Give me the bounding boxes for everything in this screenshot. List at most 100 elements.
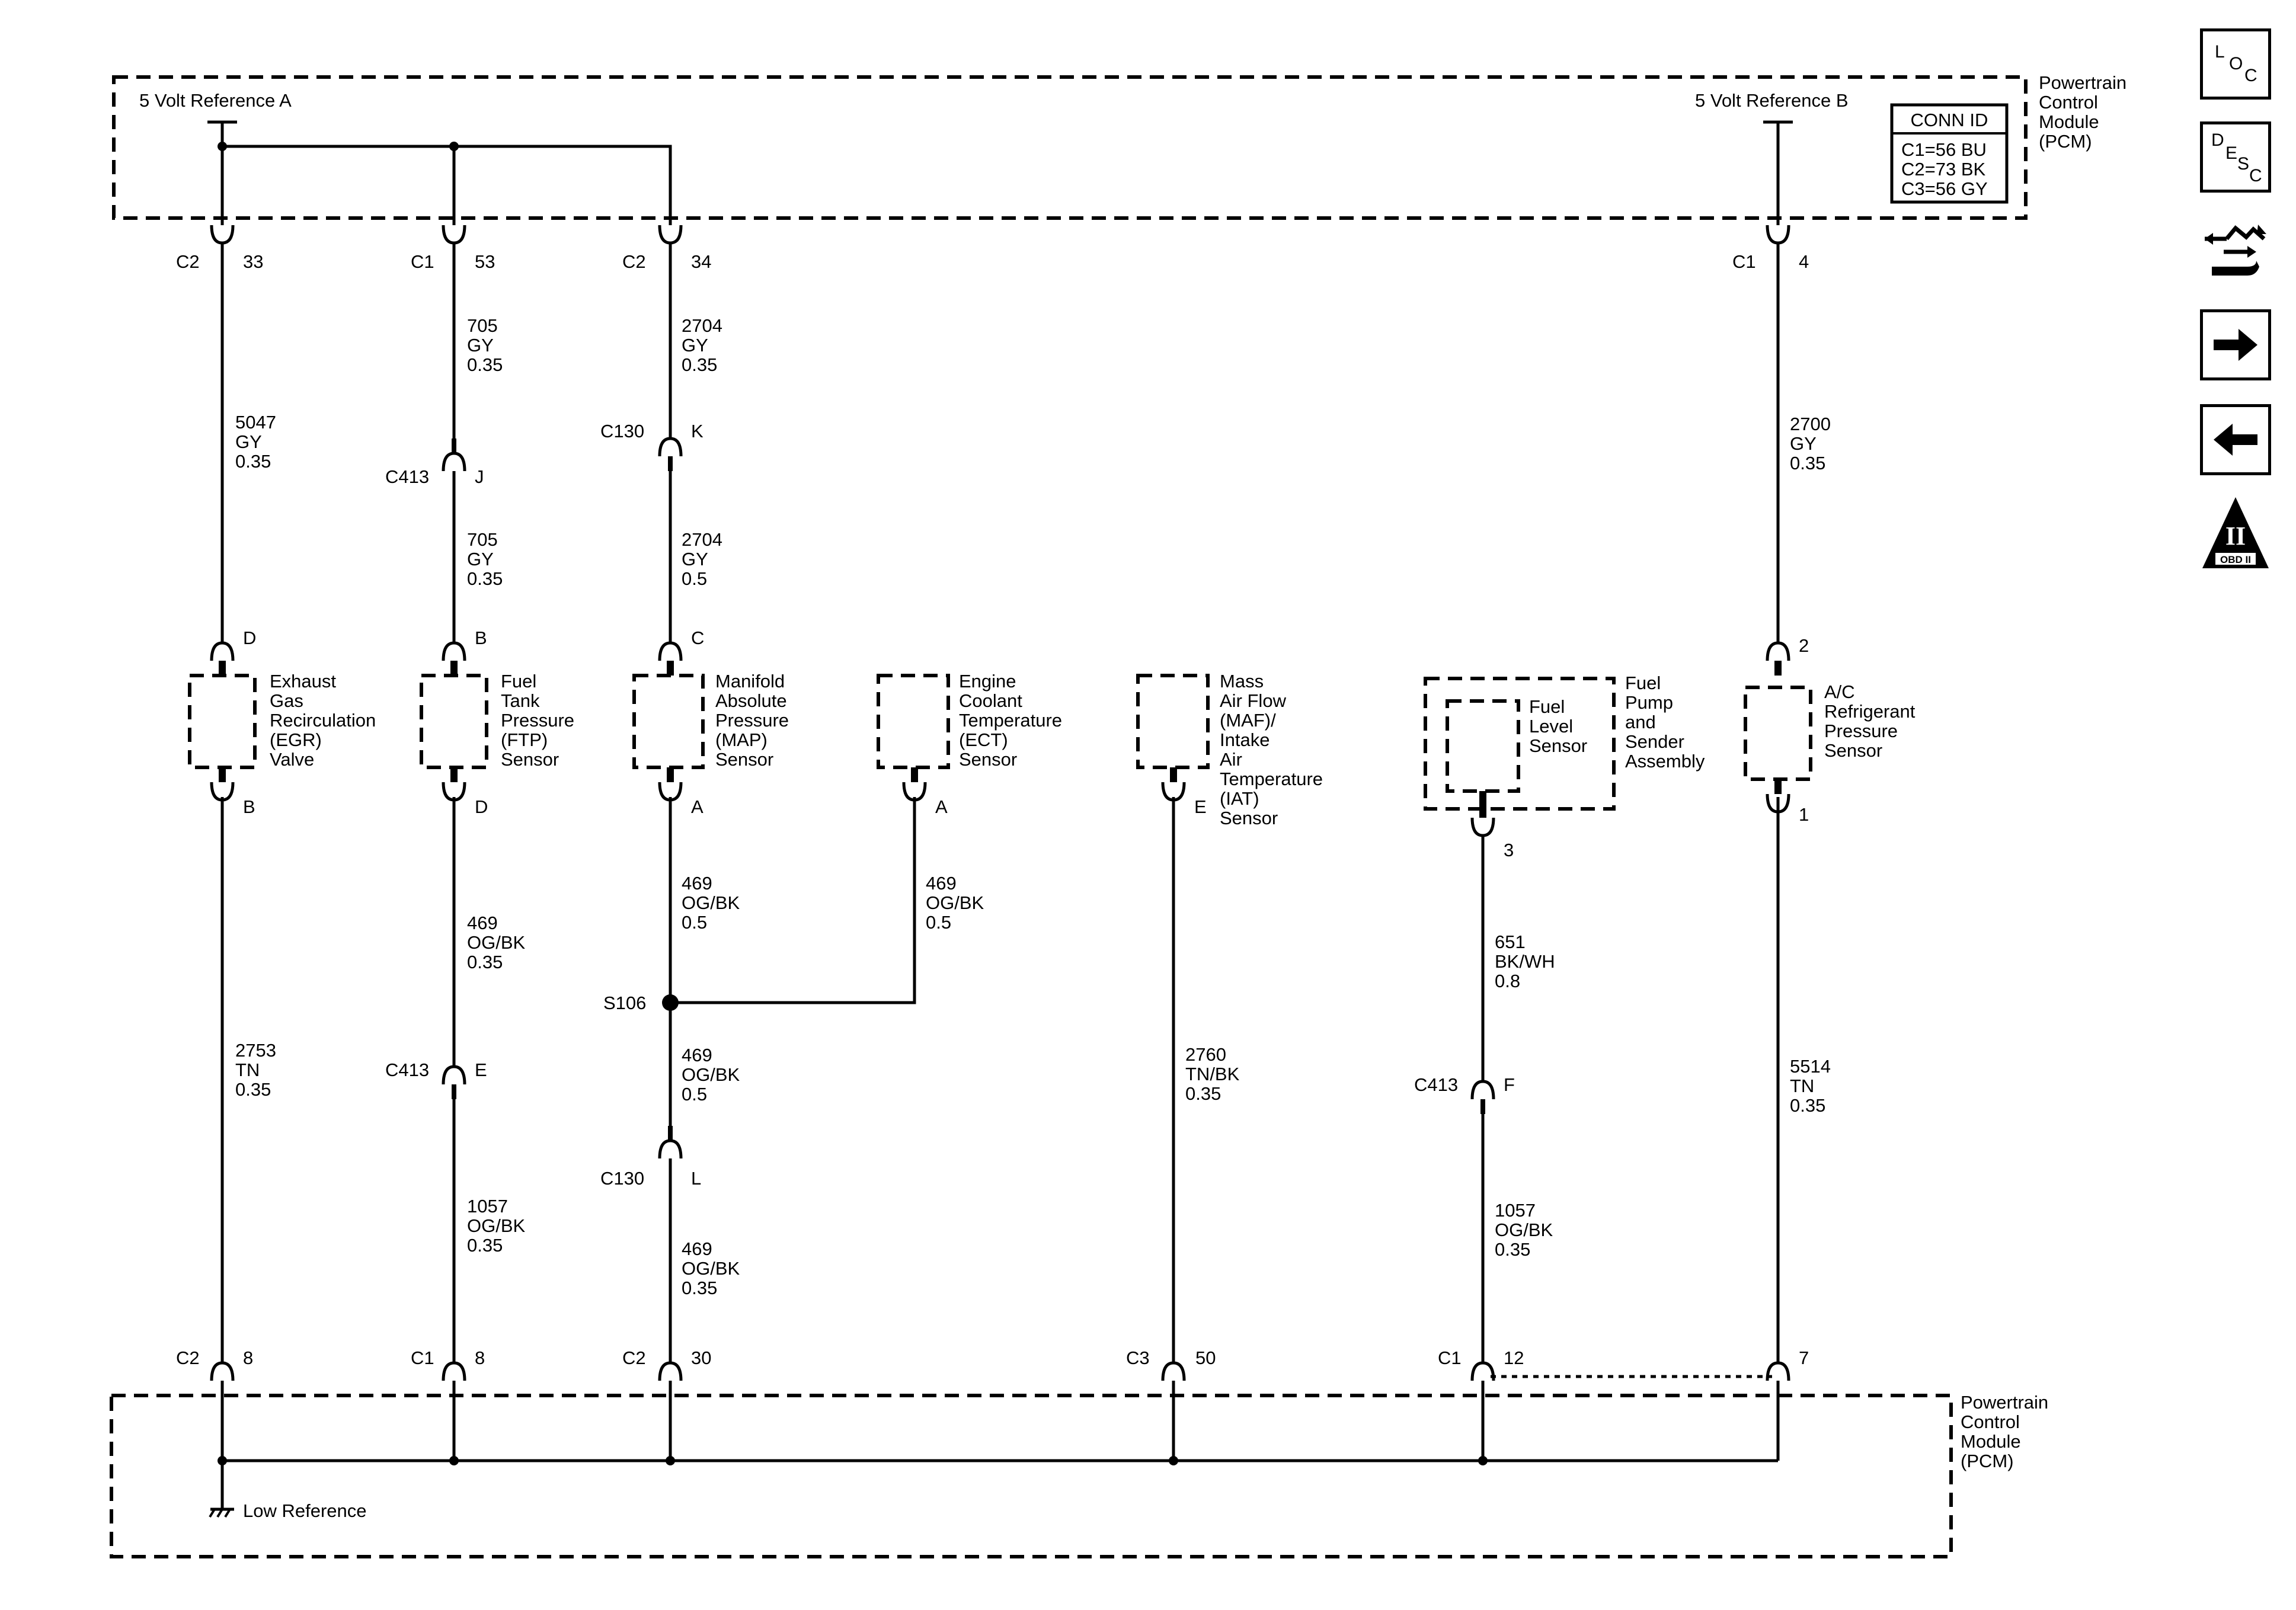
conn-id-title: CONN ID: [1911, 110, 1988, 130]
component-name: (MAP): [715, 729, 768, 750]
component-name: Assembly: [1625, 751, 1705, 772]
loc-icon: O: [2229, 54, 2243, 73]
pcm-top-name-2: Control: [2039, 92, 2098, 113]
inline-conn-label: C130: [600, 421, 644, 441]
wire-gauge: 0.5: [682, 568, 707, 589]
obd-ii-icon: II OBD II: [2202, 497, 2269, 568]
component-name: Level: [1529, 716, 1573, 737]
wire-gauge: 0.8: [1495, 971, 1520, 991]
component-pin: 3: [1504, 840, 1514, 860]
wire-circuit: 1057: [1495, 1200, 1536, 1221]
next-button[interactable]: [2200, 309, 2271, 380]
terminal-cup: [210, 225, 235, 245]
terminal-cup: [658, 1361, 683, 1381]
component-name: Pressure: [1824, 721, 1898, 741]
wire-circuit: 651: [1495, 932, 1526, 952]
wire-color: GY: [1790, 433, 1817, 454]
wire-circuit: 2760: [1185, 1044, 1226, 1065]
wire-circuit: 2704: [682, 529, 722, 550]
fuel-pump-sender-assembly: [1424, 677, 1616, 837]
component-name: Air: [1220, 749, 1242, 770]
component-name: Pressure: [501, 710, 574, 731]
pcm-top-name-4: (PCM): [2039, 131, 2092, 152]
component-name: Sensor: [959, 749, 1017, 770]
terminal-cup: [210, 1361, 235, 1381]
component-name: Manifold: [715, 671, 785, 692]
component-name: Sensor: [1220, 808, 1278, 828]
component-name: Engine: [959, 671, 1016, 692]
pin-number-label: 34: [691, 251, 711, 272]
connector-symbols: [210, 225, 1790, 1461]
terminal-cup: [442, 225, 466, 245]
component-pin: A: [691, 796, 703, 817]
pin-number-label: 4: [1799, 251, 1809, 272]
component-name: Absolute: [715, 690, 787, 711]
pin-conn-label: C1: [411, 251, 434, 272]
pin-conn-label: C2: [622, 1347, 646, 1368]
pin-conn-label: C2: [622, 251, 646, 272]
wire-gauge: 0.35: [467, 952, 503, 972]
wire-gauge: 0.35: [467, 568, 503, 589]
ref-a-junction: [449, 142, 459, 151]
component-pin: B: [243, 796, 255, 817]
wire-gauge: 0.35: [235, 451, 271, 472]
wire-color: TN: [1790, 1076, 1814, 1096]
wire-color: GY: [467, 549, 494, 569]
ref-a-junction: [218, 142, 227, 151]
inline-connector-c130-k: [658, 437, 683, 471]
component-name: Pressure: [715, 710, 789, 731]
pin-number-label: 33: [243, 251, 263, 272]
wire-circuit: 705: [467, 315, 498, 336]
wire-color: GY: [682, 335, 708, 356]
component-name: Coolant: [959, 690, 1022, 711]
wire-label: 469 OG/BK 0.5: [682, 873, 740, 933]
obd-ii-numeral: II: [2225, 521, 2246, 550]
pcm-top-name-1: Powertrain: [2039, 72, 2126, 93]
wire-circuit: 469: [682, 1238, 712, 1259]
fuel-pump-label: Fuel Pump and Sender Assembly Fuel Level…: [1529, 673, 1705, 772]
schematic-swap-button[interactable]: [2200, 210, 2271, 281]
component-pin: 1: [1799, 804, 1809, 825]
pin-number-label: 8: [243, 1347, 253, 1368]
previous-button[interactable]: [2200, 404, 2271, 475]
terminal-cup: [442, 1361, 466, 1381]
wire-gauge: 0.35: [467, 354, 503, 375]
wire-color: OG/BK: [682, 1064, 740, 1085]
wire-label: 705 GY 0.35: [467, 315, 503, 375]
wire-gauge: 0.35: [1790, 453, 1825, 473]
previous-arrow-icon: [2214, 424, 2257, 456]
pin-conn-label: C2: [176, 1347, 200, 1368]
wire-gauge: 0.35: [682, 354, 717, 375]
map-label: Manifold Absolute Pressure (MAP) Sensor: [715, 671, 789, 770]
component-name: (EGR): [270, 729, 322, 750]
component-name: A/C: [1824, 681, 1855, 702]
obd-ii-button[interactable]: II OBD II: [2200, 495, 2271, 572]
component-name: (FTP): [501, 729, 548, 750]
loc-button[interactable]: L O C: [2200, 28, 2271, 100]
component-pin: E: [1194, 796, 1207, 817]
low-ref-label: Low Reference: [243, 1500, 367, 1521]
wire-label: 5514 TN 0.35: [1790, 1056, 1831, 1116]
ground-symbol-icon: [209, 1507, 234, 1518]
wire-label: 5047 GY 0.35: [235, 412, 276, 472]
desc-button[interactable]: D E S C: [2200, 121, 2271, 193]
component-pin: D: [475, 796, 488, 817]
wire-color: OG/BK: [467, 1215, 526, 1236]
inline-conn-label: C413: [385, 466, 429, 487]
component-name: Pump: [1625, 692, 1673, 713]
wire-color: OG/BK: [682, 1258, 740, 1279]
loc-icon: C: [2244, 66, 2257, 85]
wire-circuit: 5514: [1790, 1056, 1831, 1077]
ftp-sensor: [420, 641, 488, 802]
wire-color: OG/BK: [467, 932, 526, 953]
wire-circuit: 469: [467, 913, 498, 933]
component-name: Sensor: [1529, 735, 1587, 756]
pin-number-label: 53: [475, 251, 495, 272]
component-name: Temperature: [1220, 769, 1323, 789]
component-name: Sensor: [1824, 740, 1882, 761]
pin-number-label: 30: [691, 1347, 711, 1368]
wire-label: 705 GY 0.35: [467, 529, 503, 589]
wire-circuit: 1057: [467, 1196, 508, 1217]
component-name: Tank: [501, 690, 540, 711]
